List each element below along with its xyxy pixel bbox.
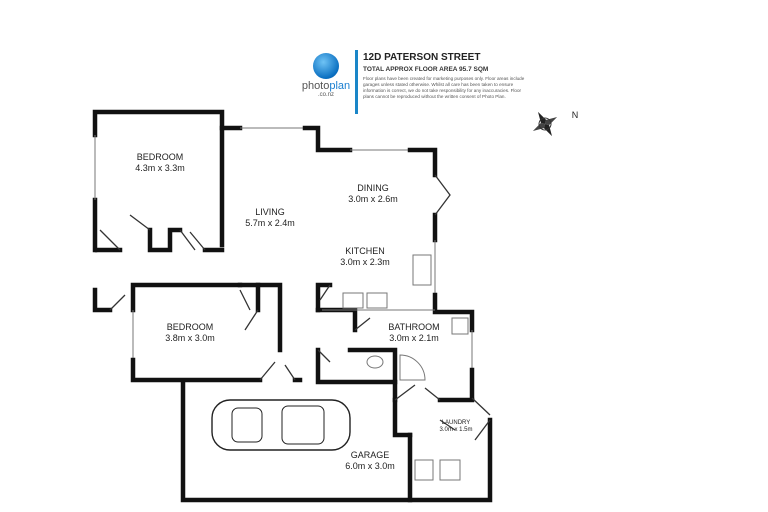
floor-area: TOTAL APPROX FLOOR AREA 95.7 SQM: [363, 66, 489, 73]
room-name: LAUNDRY: [442, 420, 471, 426]
car-icon: [211, 399, 351, 451]
disclaimer: Floor plans have been created for market…: [363, 76, 525, 99]
fixtures: [211, 254, 469, 481]
address-title: 12D PATERSON STREET: [363, 52, 481, 63]
plan-header: photoplan .co.nz 12D PATERSON STREET TOT…: [300, 50, 530, 114]
room-size: 3.8m x 3.0m: [165, 333, 215, 343]
room-name: GARAGE: [351, 450, 390, 460]
room-size: 6.0m x 3.0m: [345, 461, 395, 471]
logo-text-a: photo: [301, 80, 330, 92]
walls: [92, 109, 493, 503]
photoplan-logo: photoplan .co.nz: [300, 53, 352, 98]
room-size: 4.3m x 3.3m: [135, 163, 185, 173]
room-size: 3.0m x 1.5m: [439, 427, 472, 433]
room-size: 3.0m x 2.6m: [348, 194, 398, 204]
room-name: KITCHEN: [345, 246, 385, 256]
room-name: BATHROOM: [388, 322, 439, 332]
compass-rose-icon: [532, 111, 558, 137]
divider: [355, 50, 358, 114]
doors: [99, 174, 491, 441]
room-labels: BEDROOM 4.3m x 3.3m LIVING 5.7m x 2.4m D…: [135, 152, 472, 471]
room-size: 3.0m x 2.1m: [389, 333, 439, 343]
logo-sub: .co.nz: [317, 92, 334, 98]
globe-icon: [313, 53, 339, 79]
room-name: BEDROOM: [167, 322, 214, 332]
compass-label: N: [572, 110, 579, 120]
room-size: 5.7m x 2.4m: [245, 218, 295, 228]
room-name: DINING: [357, 183, 389, 193]
room-name: BEDROOM: [137, 152, 184, 162]
room-size: 3.0m x 2.3m: [340, 257, 390, 267]
logo-text-b: plan: [329, 80, 351, 92]
room-name: LIVING: [255, 207, 285, 217]
